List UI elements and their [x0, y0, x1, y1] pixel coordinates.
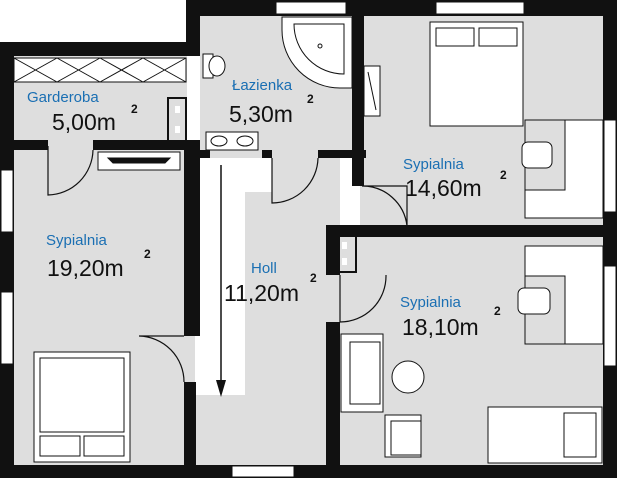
bedroom-se-furniture — [340, 245, 604, 464]
window-ne-right — [603, 119, 617, 213]
room-area-sypialnia-ne: 14,60m — [405, 175, 482, 201]
room-name-sypialnia-ne: Sypialnia — [403, 156, 465, 173]
room-area-sypialnia-w: 19,20m — [47, 255, 124, 281]
door-garderoba — [47, 146, 94, 196]
bedroom-w-furniture — [33, 151, 181, 463]
window-lazienka — [275, 1, 347, 15]
chair-ne — [521, 141, 553, 169]
room-area-sup-garderoba: 2 — [131, 102, 138, 116]
chair-se — [517, 287, 551, 315]
room-area-sup-holl: 2 — [310, 271, 317, 285]
room-labels: Garderoba 5,00m 2 Łazienka 5,30m 2 Sypia… — [27, 77, 507, 340]
room-area-holl: 11,20m — [224, 280, 299, 306]
room-area-sup-lazienka: 2 — [307, 92, 314, 106]
room-area-sup-sypialnia-se: 2 — [494, 304, 501, 318]
shafts — [175, 106, 347, 265]
corner-bathtub — [281, 16, 353, 89]
bedroom-ne-furniture — [429, 21, 604, 219]
room-area-lazienka: 5,30m — [229, 101, 293, 127]
doors — [47, 146, 408, 383]
room-area-garderoba: 5,00m — [52, 109, 116, 135]
door-sypialnia-ne — [361, 185, 408, 227]
room-name-garderoba: Garderoba — [27, 89, 99, 106]
shaft-frames — [167, 97, 357, 273]
window-holl-bottom — [231, 465, 295, 478]
bathroom-fixtures — [202, 16, 381, 151]
garderoba-wardrobe — [13, 57, 187, 83]
interior-walls — [14, 16, 603, 466]
window-se-right — [603, 265, 617, 367]
window-ne-top — [435, 1, 525, 15]
room-area-sup-sypialnia-ne: 2 — [500, 168, 507, 182]
holl-corridor — [195, 158, 272, 395]
window-w-upper — [0, 169, 14, 233]
room-name-lazienka: Łazienka — [232, 77, 293, 94]
door-sypialnia-se — [339, 274, 387, 323]
door-lazienka — [271, 157, 319, 204]
room-area-sup-sypialnia-w: 2 — [144, 247, 151, 261]
room-name-sypialnia-w: Sypialnia — [46, 232, 108, 249]
room-area-sypialnia-se: 18,10m — [402, 314, 479, 340]
window-w-lower — [0, 291, 14, 365]
round-table-se — [391, 360, 425, 394]
stairs-arrow — [216, 165, 226, 397]
room-name-sypialnia-se: Sypialnia — [400, 294, 462, 311]
door-sypialnia-w — [138, 335, 185, 383]
room-name-holl: Holl — [251, 260, 277, 277]
